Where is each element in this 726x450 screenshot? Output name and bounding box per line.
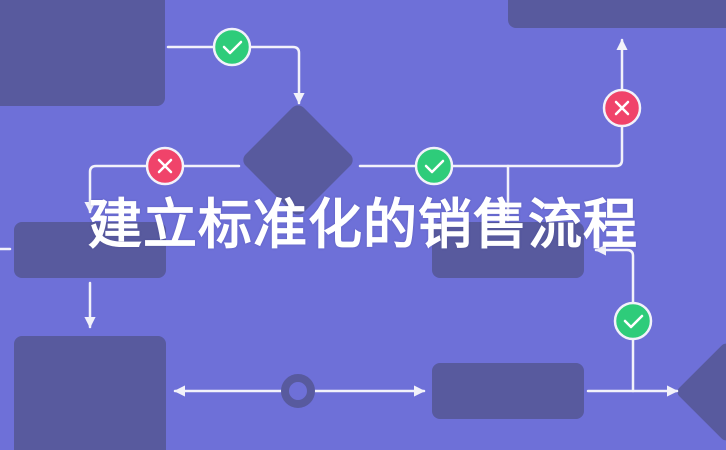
connector-lines [0,38,679,397]
x-icon [614,100,630,116]
box-mid-left [14,222,166,278]
approve-badge-3 [613,301,653,341]
reject-badge-1 [145,146,185,186]
box-top-right [508,0,726,28]
check-icon [424,159,445,174]
box-top-left [0,0,165,106]
box-bottom-left [14,336,166,450]
box-bottom-middle [432,363,584,419]
reject-badge-2 [602,88,642,128]
check-icon [623,314,644,329]
check-icon [222,40,243,55]
box-mid-right [432,222,584,278]
decision-diamond-right [677,343,726,441]
page-title: 建立标准化的销售流程 [88,193,638,256]
approve-badge-2 [414,146,454,186]
approve-badge-1 [212,27,252,67]
junction-ring [281,374,315,408]
x-icon [157,158,173,174]
decision-diamond [243,105,353,215]
